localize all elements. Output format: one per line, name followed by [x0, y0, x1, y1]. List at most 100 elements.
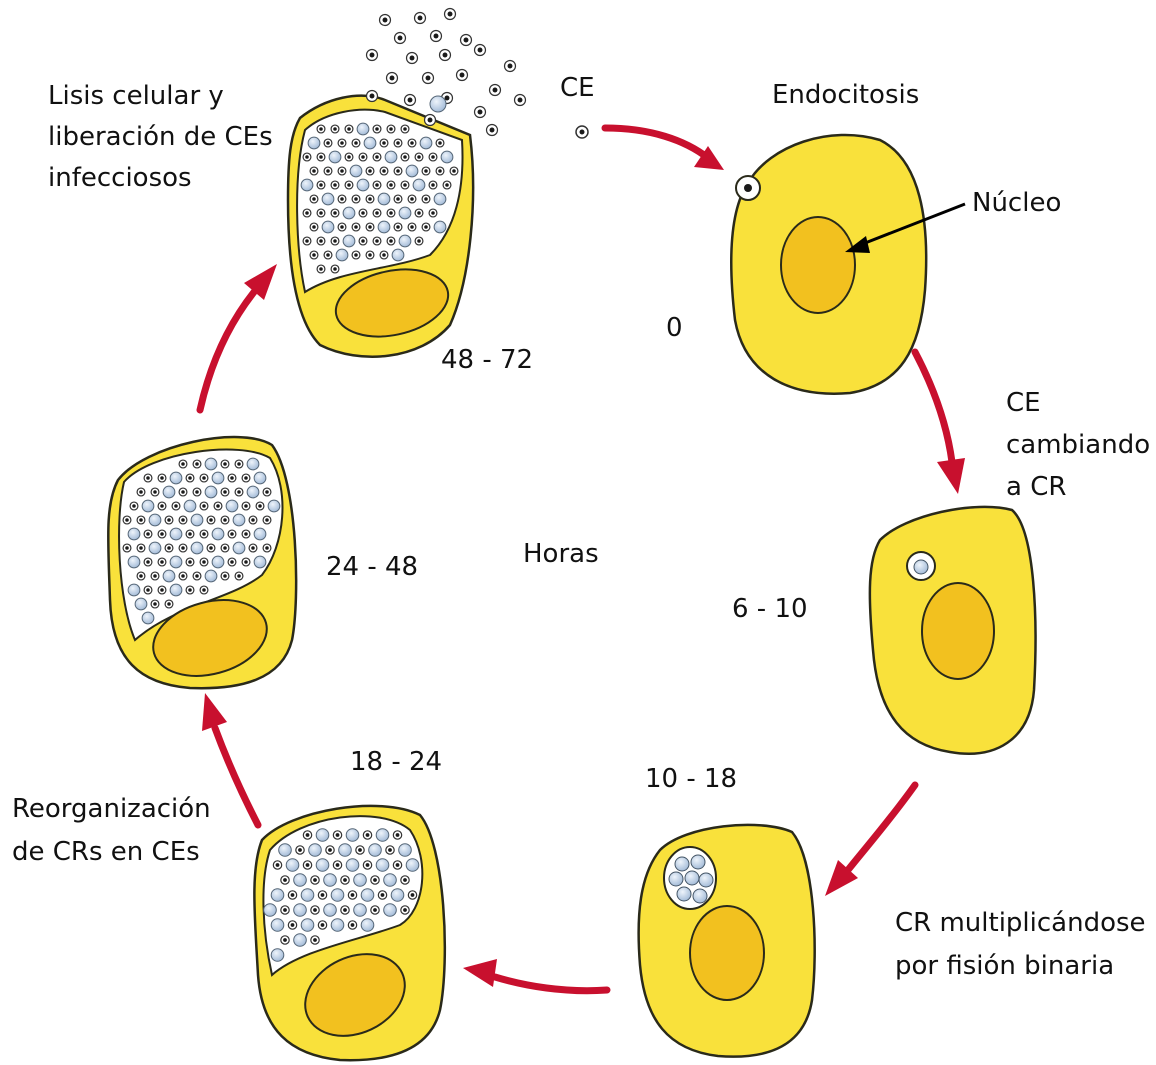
reticulate-body: [343, 207, 355, 219]
elementary-body-core: [403, 878, 407, 882]
elementary-body-core: [291, 923, 295, 927]
elementary-body-core: [209, 546, 213, 550]
reticulate-body: [149, 514, 161, 526]
elementary-body-core: [312, 197, 316, 201]
elementary-body-core: [153, 602, 157, 606]
elementary-body-core: [333, 183, 337, 187]
elementary-body-core: [396, 141, 400, 145]
elementary-body-core: [383, 18, 388, 23]
elementary-body-core: [305, 211, 309, 215]
elementary-body-core: [258, 504, 262, 508]
reticulate-body: [271, 919, 284, 932]
elementary-body-core: [340, 169, 344, 173]
elementary-body-core: [244, 532, 248, 536]
reticulate-body: [406, 859, 419, 872]
elementary-body-core: [181, 574, 185, 578]
elementary-body-core: [125, 518, 129, 522]
reticulate-body: [413, 179, 425, 191]
elementary-body-core: [146, 588, 150, 592]
elementary-body-core: [265, 518, 269, 522]
reticulate-body: [339, 844, 352, 857]
elementary-body-core: [160, 476, 164, 480]
reticulate-body: [406, 165, 418, 177]
reticulate-body: [163, 486, 175, 498]
elementary-body-core: [336, 863, 340, 867]
reticulate-body: [279, 844, 292, 857]
reticulate-body: [354, 904, 367, 917]
elementary-body-core: [188, 532, 192, 536]
elementary-body-core: [389, 183, 393, 187]
elementary-body-core: [508, 64, 513, 69]
reticulate-body: [128, 584, 140, 596]
nucleus: [690, 906, 764, 1000]
elementary-body-core: [370, 53, 375, 58]
elementary-body-core: [188, 476, 192, 480]
elementary-body-core: [448, 12, 453, 17]
reticulate-body: [170, 556, 182, 568]
reticulate-body: [391, 889, 404, 902]
cell-18-24: [254, 806, 444, 1060]
elementary-body-core: [361, 239, 365, 243]
elementary-body-core: [181, 518, 185, 522]
elementary-body-core: [313, 908, 317, 912]
arrow-18-to-24: [215, 728, 258, 825]
reticulate-body: [369, 844, 382, 857]
incoming-elementary-body: [576, 126, 588, 138]
elementary-body-core: [417, 155, 421, 159]
label-reorg-1: Reorganización: [12, 794, 211, 824]
elementary-body-core: [424, 197, 428, 201]
reticulate-body: [316, 829, 329, 842]
elementary-body-core: [417, 211, 421, 215]
elementary-body-core: [343, 878, 347, 882]
elementary-body-core: [223, 574, 227, 578]
label-reorg-2: de CRs en CEs: [12, 837, 200, 867]
elementary-body-core: [368, 169, 372, 173]
elementary-body-core: [518, 98, 523, 103]
reticulate-body: [142, 612, 154, 624]
reticulate-body: [205, 570, 217, 582]
reticulate-body: [170, 584, 182, 596]
reticulate-body: [336, 249, 348, 261]
elementary-body-core: [202, 532, 206, 536]
elementary-body-core: [146, 476, 150, 480]
reticulate-body: [329, 151, 341, 163]
elementary-body-core: [438, 141, 442, 145]
elementary-body-core: [188, 560, 192, 564]
label-lisis-2: liberación de CEs: [48, 122, 273, 152]
reticulate-body: [135, 598, 147, 610]
elementary-body-core: [410, 56, 415, 61]
elementary-body-core: [160, 588, 164, 592]
elementary-body-core: [434, 34, 439, 39]
arrow-entry: [605, 128, 708, 158]
elementary-body-core: [408, 98, 413, 103]
elementary-body-core: [319, 155, 323, 159]
elementary-body-core: [283, 908, 287, 912]
elementary-body-core: [312, 225, 316, 229]
reticulate-body: [434, 193, 446, 205]
elementary-body-core: [326, 169, 330, 173]
elementary-body-core: [306, 863, 310, 867]
reticulate-body: [346, 829, 359, 842]
label-ce-change-3: a CR: [1006, 472, 1066, 502]
reticulate-body: [247, 486, 259, 498]
reticulate-body: [191, 542, 203, 554]
elementary-body-core: [312, 169, 316, 173]
elementary-body-core: [333, 127, 337, 131]
elementary-body-core: [368, 253, 372, 257]
elementary-body-core: [403, 155, 407, 159]
elementary-body-core: [306, 833, 310, 837]
elementary-body-core: [478, 48, 483, 53]
reticulate-body: [301, 179, 313, 191]
elementary-body-core: [438, 169, 442, 173]
reticulate-body: [361, 919, 374, 932]
cell-endocytosis: [731, 135, 926, 394]
reticulate-body: [322, 221, 334, 233]
elementary-body-core: [291, 893, 295, 897]
reticulate-body: [384, 874, 397, 887]
elementary-body-core: [202, 476, 206, 480]
elementary-body-core: [396, 197, 400, 201]
reticulate-body: [343, 235, 355, 247]
nucleus: [922, 583, 994, 679]
reticulate-body: [354, 874, 367, 887]
reticulate-body: [322, 193, 334, 205]
